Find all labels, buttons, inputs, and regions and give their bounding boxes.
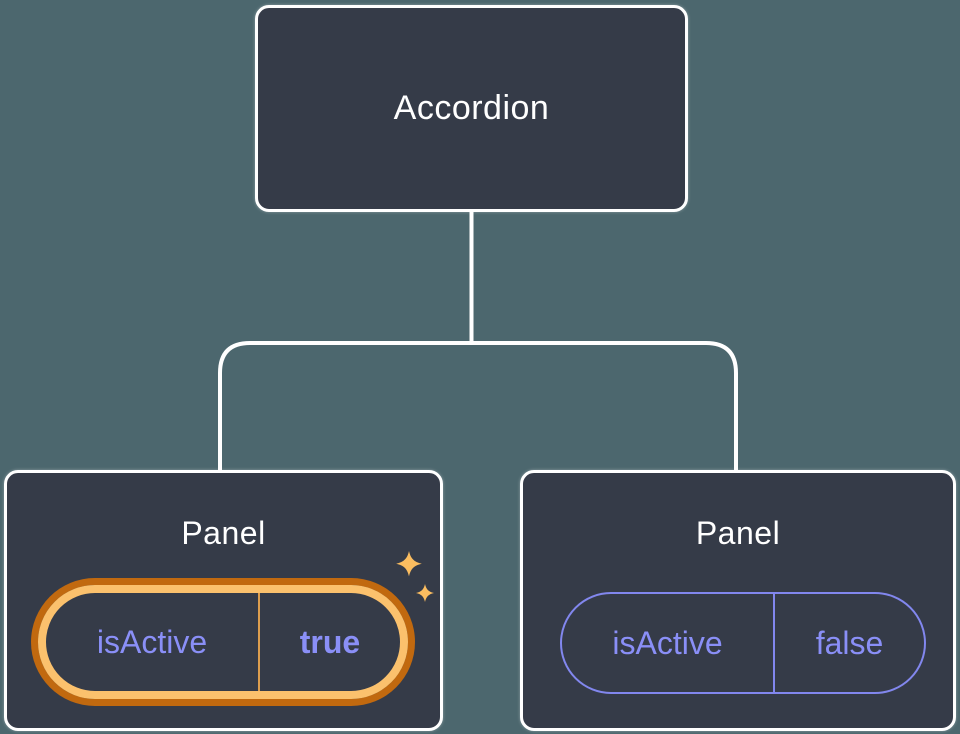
state-key: isActive [612,624,723,661]
panel-node-label: Panel [181,515,266,551]
state-pill-active: isActive true [38,585,408,699]
accordion-node-label: Accordion [393,89,550,127]
state-key: isActive [96,623,208,660]
panel-node-inactive: Panel isActive false [520,470,956,731]
sparkle-icon-small [416,584,434,602]
state-pill-inactive: isActive false [560,592,926,694]
state-value: true [258,593,400,691]
sparkle-icon-large [396,551,422,577]
panel-node-label: Panel [695,515,781,551]
sparkles-icon [396,551,434,602]
panel-node-active: Panel isActive true [4,470,443,731]
state-value: false [773,594,924,692]
accordion-node: Accordion [255,5,688,212]
